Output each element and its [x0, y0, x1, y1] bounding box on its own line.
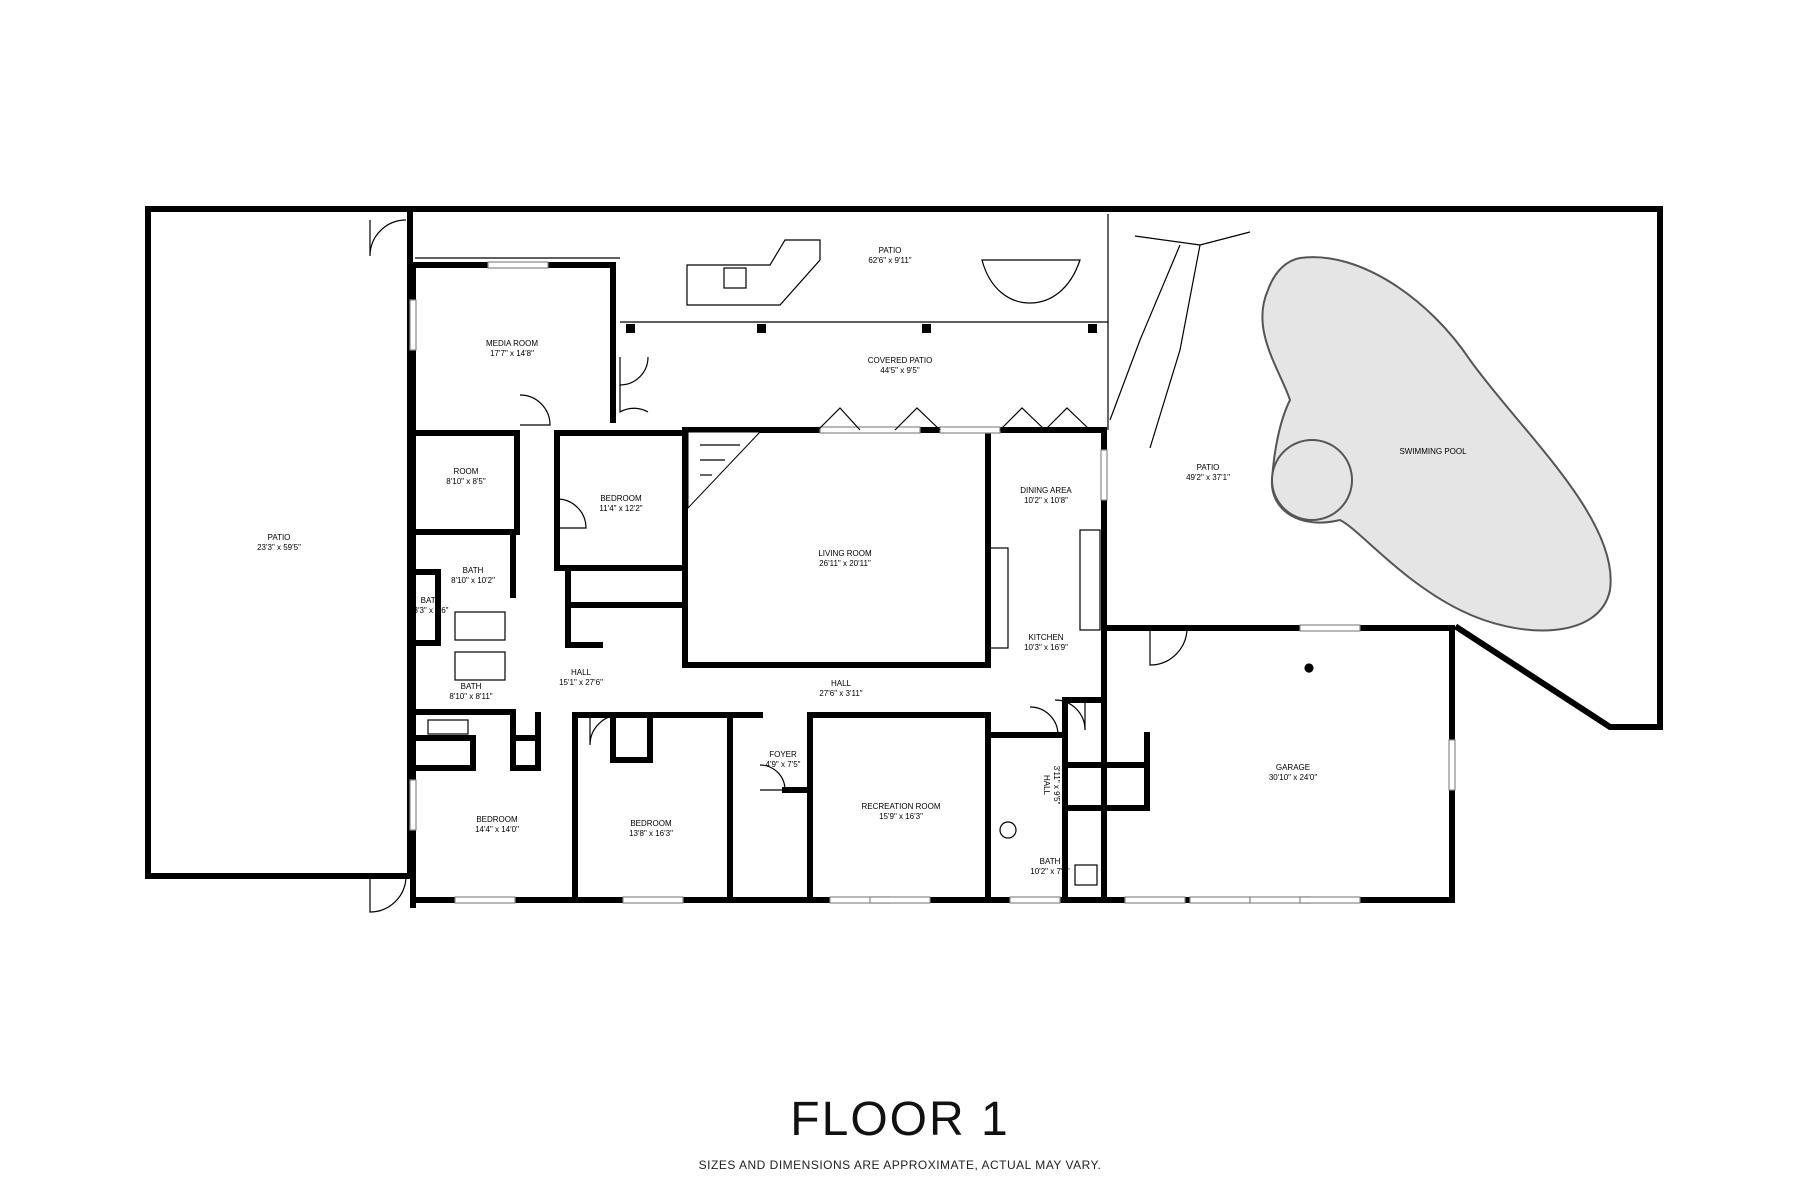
room-label: KITCHEN	[1028, 633, 1063, 642]
patio-doors[interactable]	[817, 407, 1091, 431]
pool-steps	[1134, 231, 1251, 246]
room-label: FOYER	[769, 750, 797, 759]
room-dims: 27'6" x 3'11"	[819, 689, 862, 698]
room-label: BATH	[1040, 857, 1061, 866]
top-boundary	[145, 206, 1663, 730]
room-dims: 3'11" x 9'5"	[1052, 766, 1061, 805]
room-dims: 23'3" x 59'5"	[257, 543, 301, 552]
room-dims: 11'4" x 12'2"	[599, 504, 642, 513]
room-dims: 8'10" x 10'2"	[451, 576, 495, 585]
room-dims: 14'4" x 14'0"	[475, 825, 519, 834]
room-dims: 49'2" x 37'1"	[1186, 473, 1230, 482]
room-dims: 62'6" x 9'11"	[868, 256, 911, 265]
room-label: PATIO	[1197, 463, 1220, 472]
pool-steps-2	[1109, 244, 1181, 421]
house-walls	[410, 262, 1455, 908]
room-label: RECREATION ROOM	[862, 802, 941, 811]
room-label: SWIMMING POOL	[1399, 447, 1467, 456]
room-dims: 17'7" x 14'8"	[490, 349, 534, 358]
pool-steps-3	[1149, 244, 1201, 449]
room-dims: 4'9" x 7'5"	[766, 760, 801, 769]
room-dims: 8'10" x 8'5"	[446, 477, 486, 486]
floor-title: FLOOR 1	[790, 1093, 1010, 1146]
disclaimer-note: SIZES AND DIMENSIONS ARE APPROXIMATE, AC…	[698, 1158, 1102, 1172]
room-dims: 3'3" x 5'6"	[414, 606, 449, 615]
property-boundary	[145, 206, 411, 879]
room-dims: 10'2" x 7'9"	[1030, 867, 1070, 876]
room-label: HALL	[571, 668, 592, 677]
room-dims: 15'9" x 16'3"	[879, 812, 923, 821]
room-label: PATIO	[879, 246, 902, 255]
room-dims: 10'2" x 10'8"	[1024, 496, 1068, 505]
room-dims: 26'11" x 20'11"	[819, 559, 871, 568]
spa-shape	[1271, 439, 1353, 521]
grill-icon	[723, 267, 747, 289]
room-label: BATH	[461, 682, 482, 691]
room-dims: 8'10" x 8'11"	[449, 692, 492, 701]
room-label: BEDROOM	[476, 815, 518, 824]
room-label: BEDROOM	[630, 819, 672, 828]
room-label: ROOM	[454, 467, 479, 476]
doors[interactable]	[369, 219, 1188, 913]
swimming-pool-shape	[1261, 256, 1612, 632]
room-label: BEDROOM	[600, 494, 642, 503]
room-label: PATIO	[268, 533, 291, 542]
fire-pit	[981, 259, 1081, 304]
room-label: BATH	[421, 596, 442, 605]
room-label: DINING AREA	[1020, 486, 1072, 495]
room-dims: 44'5" x 9'5"	[880, 366, 920, 375]
patio-columns	[626, 324, 1097, 333]
room-label: HALL	[1042, 775, 1051, 796]
room-labels: PATIO 23'3" x 59'5" PATIO 62'6" x 9'11" …	[257, 246, 1467, 876]
room-label: GARAGE	[1276, 763, 1310, 772]
room-label: COVERED PATIO	[868, 356, 933, 365]
room-dims: 15'1" x 27'6"	[559, 678, 603, 687]
room-dims: 30'10" x 24'0"	[1269, 773, 1317, 782]
room-dims: 10'3" x 16'9"	[1024, 643, 1068, 652]
room-label: HALL	[831, 679, 852, 688]
room-label: LIVING ROOM	[818, 549, 872, 558]
room-dims: 13'8" x 16'3"	[629, 829, 673, 838]
grill-island	[686, 239, 821, 306]
room-label: MEDIA ROOM	[486, 339, 538, 348]
room-label: BATH	[463, 566, 484, 575]
fixtures	[427, 431, 1314, 886]
